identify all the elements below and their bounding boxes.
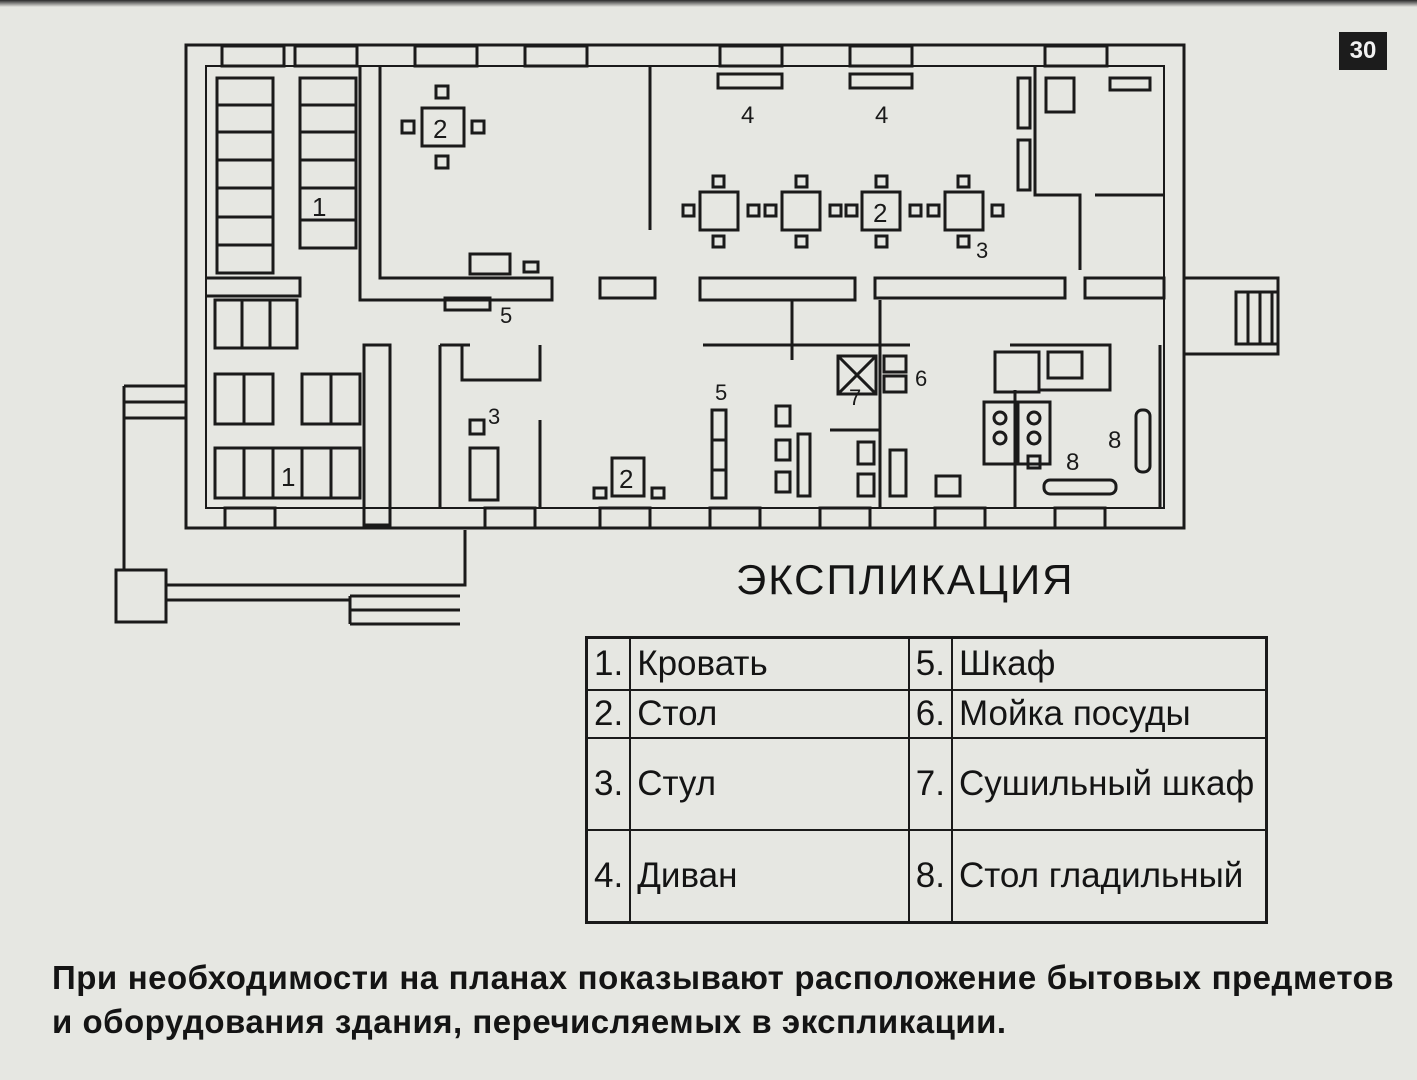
window: [223, 506, 277, 530]
bed: [213, 298, 299, 350]
legend-number: 3.: [585, 736, 632, 832]
interior-wall: [358, 66, 554, 302]
legend-label: Кровать: [629, 636, 910, 691]
label-ironing: 8: [1066, 449, 1079, 476]
label-table: 2: [433, 114, 447, 144]
window: [293, 44, 359, 68]
interior-wall: [698, 276, 857, 302]
sofa: [848, 72, 914, 90]
label-sink: 6: [915, 366, 927, 391]
window: [220, 44, 286, 68]
legend-label: Диван: [629, 829, 910, 924]
label-sofa: 4: [741, 102, 754, 129]
table: [943, 190, 985, 232]
label-bed: 1: [312, 192, 326, 222]
legend-label: Стол: [629, 688, 910, 739]
page-number-badge: 30: [1339, 32, 1387, 70]
interior-wall: [1010, 343, 1112, 392]
sink: [882, 374, 908, 394]
wardrobe: [710, 408, 728, 500]
sofa: [1016, 76, 1032, 130]
window: [413, 44, 479, 68]
window: [848, 44, 914, 68]
entrance-stairs: [122, 384, 186, 570]
explication-title: ЭКСПЛИКАЦИЯ: [736, 556, 1075, 603]
legend-row: 3. Стул 7. Сушильный шкаф: [585, 736, 1268, 832]
label-chair: 3: [488, 404, 500, 429]
window: [1043, 44, 1109, 68]
label-bed: 1: [281, 462, 295, 492]
dryer: [836, 354, 878, 396]
window: [523, 44, 589, 68]
window: [933, 506, 987, 530]
bed: [215, 76, 275, 275]
bed: [298, 76, 358, 250]
table: [860, 190, 902, 232]
label-table: 2: [619, 464, 633, 494]
window: [1053, 506, 1107, 530]
label-chair: 3: [976, 238, 988, 263]
interior-wall: [598, 276, 657, 300]
legend-label: Сушильный шкаф: [951, 736, 1268, 832]
interior-wall: [1083, 276, 1166, 300]
entrance-porch: [114, 568, 168, 624]
ironing-table: [1134, 408, 1152, 474]
legend-row: 4. Диван 8. Стол гладильный: [585, 829, 1268, 924]
legend-label: Мойка посуды: [951, 688, 1268, 739]
legend-label: Шкаф: [951, 636, 1268, 691]
wardrobe: [443, 296, 492, 312]
legend-row: 2. Стол 6. Мойка посуды: [585, 688, 1268, 739]
legend-number: 1.: [585, 636, 632, 691]
interior-wall: [1033, 66, 1082, 270]
window: [818, 506, 872, 530]
bed: [213, 446, 362, 500]
label-wardrobe: 5: [500, 303, 512, 328]
interior-wall: [438, 343, 542, 508]
window: [483, 506, 537, 530]
caption-text: При необходимости на планах показывают р…: [52, 959, 1394, 1040]
legend-number: 2.: [585, 688, 632, 739]
legend-number: 8.: [907, 829, 954, 924]
window: [718, 44, 784, 68]
legend-row: 1. Кровать 5. Шкаф: [585, 636, 1268, 691]
explication-legend-table: 1. Кровать 5. Шкаф 2. Стол 6. Мойка посу…: [585, 636, 1268, 924]
legend-number: 6.: [907, 688, 954, 739]
window: [708, 506, 762, 530]
sink: [882, 354, 908, 374]
wardrobe: [468, 252, 512, 276]
legend-number: 7.: [907, 736, 954, 832]
entrance-stairs: [348, 594, 460, 626]
label-ironing: 8: [1108, 427, 1121, 454]
label-wardrobe: 5: [715, 380, 727, 405]
interior-wall: [362, 343, 392, 527]
legend-number: 5.: [907, 636, 954, 691]
window: [598, 506, 652, 530]
slide-top-edge: [0, 0, 1417, 7]
interior-wall: [703, 300, 880, 360]
entrance-path: [166, 530, 467, 602]
legend-number: 4.: [585, 829, 632, 924]
label-dryer: 7: [849, 385, 861, 410]
sofa: [1016, 138, 1032, 192]
legend-label: Стол гладильный: [951, 829, 1268, 924]
sofa: [716, 72, 784, 90]
interior-wall: [873, 276, 1067, 300]
table: [698, 190, 740, 232]
label-table: 2: [873, 198, 887, 228]
interior-wall: [206, 276, 302, 298]
label-sofa: 4: [875, 102, 888, 129]
table: [780, 190, 822, 232]
interior-wall: [878, 300, 910, 508]
table: [420, 106, 466, 148]
table: [610, 456, 646, 498]
legend-label: Стул: [629, 736, 910, 832]
ironing-table: [1042, 478, 1118, 496]
